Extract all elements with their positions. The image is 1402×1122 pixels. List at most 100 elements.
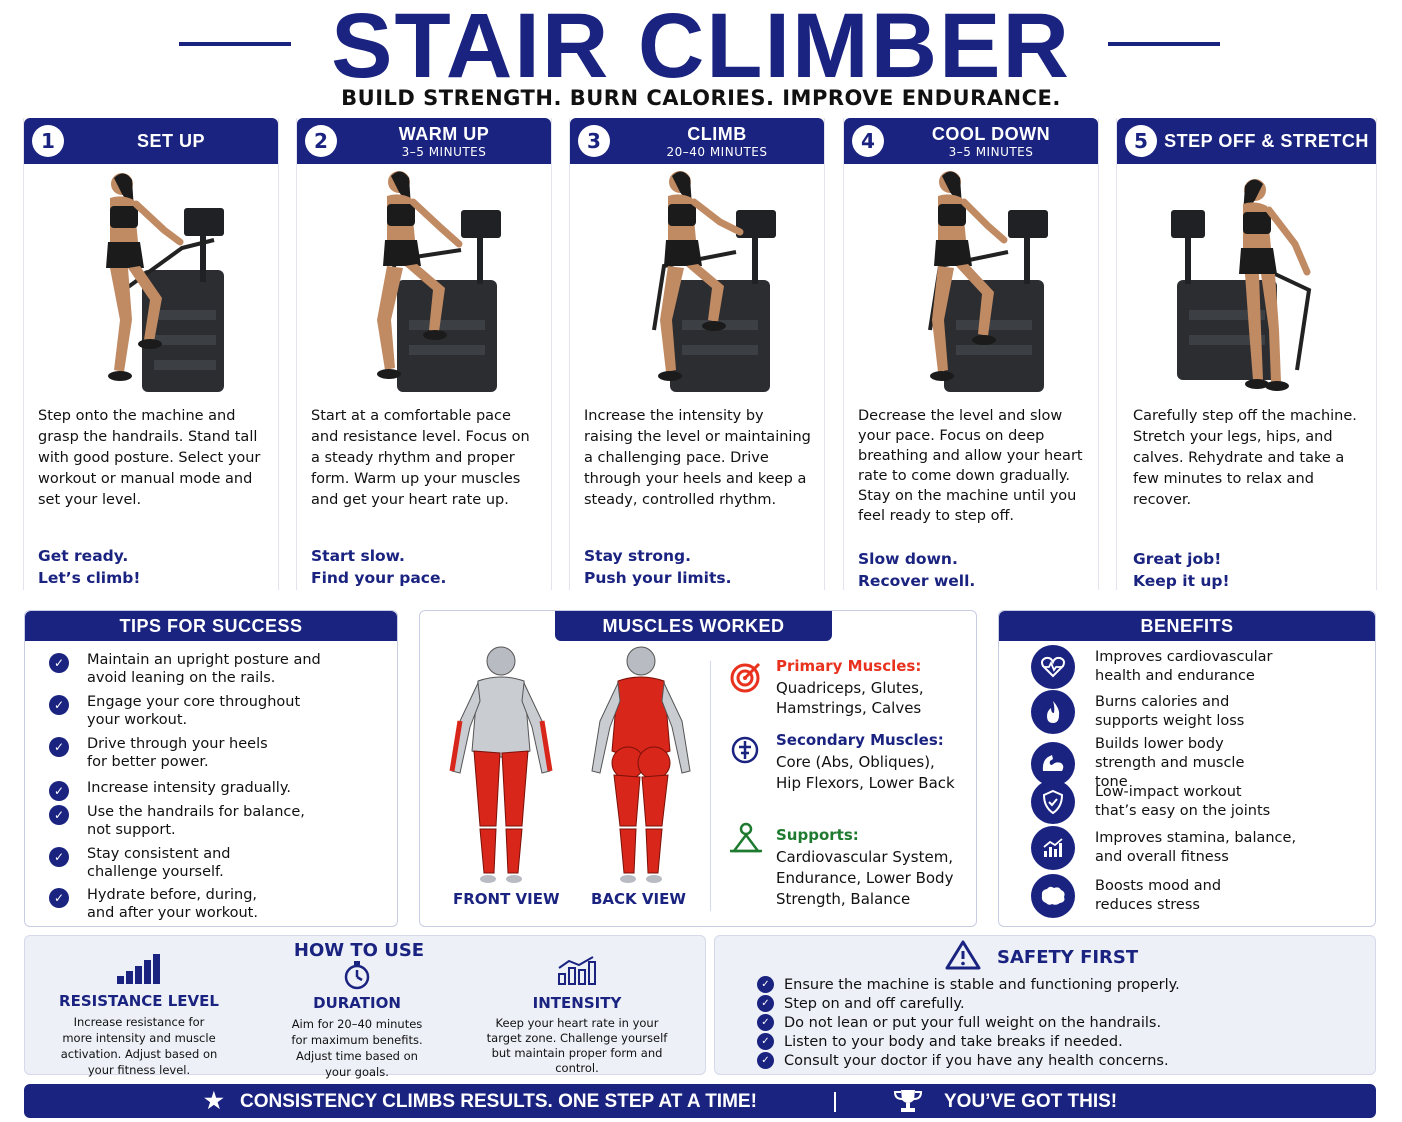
step-duration: 20–40 MINUTES bbox=[666, 145, 768, 159]
step-cta-1: Great job! bbox=[1133, 550, 1222, 568]
core-icon bbox=[731, 736, 759, 764]
secondary-muscles-title: Secondary Muscles: bbox=[776, 731, 944, 749]
page-title: STAIR CLIMBER bbox=[331, 0, 1071, 97]
step-header: 3 CLIMB 20–40 MINUTES bbox=[570, 118, 824, 164]
stair-climber-image bbox=[106, 173, 224, 392]
safety-panel: SAFETY FIRST ✓Ensure the machine is stab… bbox=[714, 935, 1376, 1075]
step-card-2: 2 WARM UP 3–5 MINUTES Start at a comfort… bbox=[296, 118, 552, 590]
flame-icon bbox=[1031, 690, 1075, 734]
step-number: 4 bbox=[852, 125, 884, 157]
star-icon: ★ bbox=[204, 1088, 224, 1113]
step-header: 1 SET UP bbox=[24, 118, 278, 164]
benefit-item: Boosts mood and reduces stress bbox=[1031, 874, 1365, 918]
step-number: 1 bbox=[32, 125, 64, 157]
step-cta-1: Start slow. bbox=[311, 547, 405, 565]
resistance-column: RESISTANCE LEVEL Increase resistance for… bbox=[39, 954, 239, 1078]
step-description: Decrease the level and slow your pace. F… bbox=[858, 408, 1083, 524]
safety-item: ✓Step on and off carefully. bbox=[757, 995, 965, 1012]
shield-icon bbox=[1031, 780, 1075, 824]
chart-icon bbox=[1031, 826, 1075, 870]
front-body-figure bbox=[449, 646, 553, 883]
step-description: Step onto the machine and grasp the hand… bbox=[38, 408, 261, 508]
step-cta-2: Let’s climb! bbox=[38, 569, 141, 587]
footer-divider bbox=[834, 1092, 836, 1112]
step-description: Carefully step off the machine. Stretch … bbox=[1133, 408, 1357, 508]
front-view-label: FRONT VIEW bbox=[453, 890, 560, 908]
check-icon: ✓ bbox=[757, 1052, 774, 1069]
benefit-item: Improves stamina, balance, and overall f… bbox=[1031, 826, 1365, 870]
page-subtitle: BUILD STRENGTH. BURN CALORIES. IMPROVE E… bbox=[341, 86, 1061, 110]
header-rule-right bbox=[1108, 42, 1220, 46]
header-rule-left bbox=[179, 42, 291, 46]
step-number: 3 bbox=[578, 125, 610, 157]
step-number: 5 bbox=[1125, 125, 1157, 157]
warning-icon bbox=[945, 940, 981, 970]
step-card-3: 3 CLIMB 20–40 MINUTES Increase the inten… bbox=[569, 118, 825, 590]
step-card-4: 4 COOL DOWN 3–5 MINUTES Decrease the lev… bbox=[843, 118, 1099, 590]
check-icon: ✓ bbox=[757, 995, 774, 1012]
back-view-label: BACK VIEW bbox=[591, 890, 686, 908]
tip-item: ✓Drive through your heels for better pow… bbox=[49, 735, 389, 771]
muscles-title: MUSCLES WORKED bbox=[555, 611, 832, 641]
safety-item: ✓Consult your doctor if you have any hea… bbox=[757, 1052, 1169, 1069]
divider bbox=[710, 661, 711, 911]
primary-muscles-title: Primary Muscles: bbox=[776, 657, 922, 675]
benefit-item: Low-impact workout that’s easy on the jo… bbox=[1031, 780, 1365, 824]
safety-item: ✓Ensure the machine is stable and functi… bbox=[757, 976, 1180, 993]
safety-item: ✓Do not lean or put your full weight on … bbox=[757, 1014, 1161, 1031]
tip-item: ✓Increase intensity gradually. bbox=[49, 779, 389, 801]
duration-column: DURATION Aim for 20–40 minutes for maxim… bbox=[257, 960, 457, 1080]
brain-icon bbox=[1031, 874, 1075, 918]
safety-item: ✓Listen to your body and take breaks if … bbox=[757, 1033, 1123, 1050]
benefits-panel: BENEFITS Improves cardiovascular health … bbox=[998, 610, 1376, 927]
primary-muscles-text: Quadriceps, Glutes, Hamstrings, Calves bbox=[776, 679, 924, 717]
footer-left-text: CONSISTENCY CLIMBS RESULTS. ONE STEP AT … bbox=[240, 1091, 757, 1112]
safety-title: SAFETY FIRST bbox=[997, 947, 1139, 968]
how-to-use-title: HOW TO USE bbox=[293, 940, 425, 961]
check-icon: ✓ bbox=[49, 737, 69, 757]
step-title: COOL DOWN bbox=[931, 124, 1051, 144]
benefit-item: Improves cardiovascular health and endur… bbox=[1031, 645, 1365, 689]
step-duration: 3–5 MINUTES bbox=[948, 145, 1034, 159]
supports-icon bbox=[730, 822, 762, 853]
intensity-chart-icon bbox=[558, 956, 596, 985]
step-cta-2: Find your pace. bbox=[311, 569, 447, 587]
benefit-item: Burns calories and supports weight loss bbox=[1031, 690, 1365, 734]
tips-panel: TIPS FOR SUCCESS ✓Maintain an upright po… bbox=[24, 610, 398, 927]
stair-climber-image bbox=[652, 171, 776, 392]
step-title: SET UP bbox=[136, 131, 205, 151]
tip-item: ✓Stay consistent and challenge yourself. bbox=[49, 845, 389, 881]
check-icon: ✓ bbox=[757, 1014, 774, 1031]
stair-climber-image bbox=[377, 171, 501, 392]
how-to-use-panel: HOW TO USE RESISTANCE LEVEL Increase res… bbox=[24, 935, 706, 1079]
tip-item: ✓Use the handrails for balance, not supp… bbox=[49, 803, 389, 839]
footer-banner: ★ CONSISTENCY CLIMBS RESULTS. ONE STEP A… bbox=[24, 1084, 1376, 1118]
benefits-title: BENEFITS bbox=[999, 611, 1375, 641]
benefit-item: Builds lower body strength and muscle to… bbox=[1031, 735, 1365, 792]
check-icon: ✓ bbox=[757, 976, 774, 993]
step-cta-1: Slow down. bbox=[858, 550, 958, 568]
check-icon: ✓ bbox=[757, 1033, 774, 1050]
step-title: CLIMB bbox=[687, 124, 747, 144]
intensity-column: INTENSITY Keep your heart rate in your t… bbox=[477, 956, 677, 1076]
check-icon: ✓ bbox=[49, 847, 69, 867]
step-cta-1: Get ready. bbox=[38, 547, 129, 565]
stair-climber-image bbox=[1171, 179, 1312, 391]
check-icon: ✓ bbox=[49, 653, 69, 673]
check-icon: ✓ bbox=[49, 888, 69, 908]
heartbeat-icon bbox=[1031, 645, 1075, 689]
secondary-muscles-text: Core (Abs, Obliques), Hip Flexors, Lower… bbox=[776, 753, 955, 792]
check-icon: ✓ bbox=[49, 805, 69, 825]
stopwatch-icon bbox=[344, 961, 370, 990]
step-cta-1: Stay strong. bbox=[584, 547, 692, 565]
step-header: 5 STEP OFF & STRETCH bbox=[1117, 118, 1376, 164]
step-number: 2 bbox=[305, 125, 337, 157]
check-icon: ✓ bbox=[49, 781, 69, 801]
step-card-1: 1 SET UP Step onto the machine and grasp… bbox=[23, 118, 279, 590]
tip-item: ✓Engage your core throughout your workou… bbox=[49, 693, 389, 729]
back-body-figure bbox=[591, 646, 691, 883]
step-header: 2 WARM UP 3–5 MINUTES bbox=[297, 118, 551, 164]
muscles-panel: MUSCLES WORKED FRONT VIEW BACK VIEW Prim… bbox=[419, 610, 977, 927]
step-duration: 3–5 MINUTES bbox=[401, 145, 487, 159]
step-cta-2: Push your limits. bbox=[584, 569, 732, 587]
